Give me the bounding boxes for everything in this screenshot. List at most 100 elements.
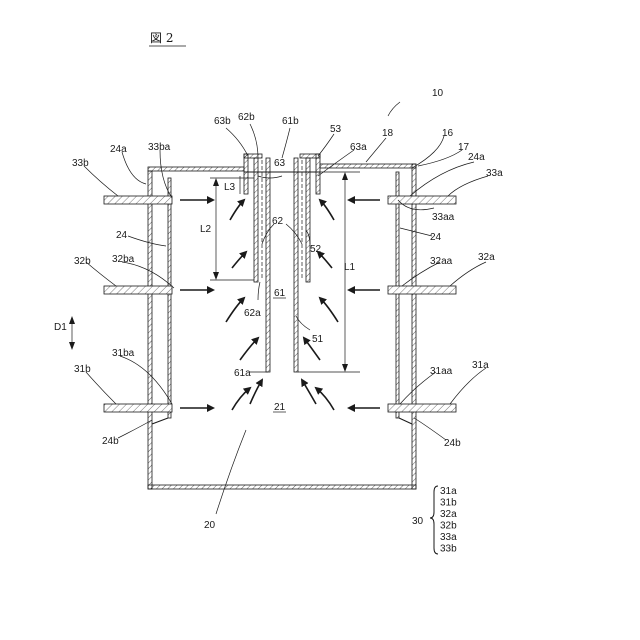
right-inner-wall-foot: [399, 418, 412, 424]
label-32ba: 32ba: [112, 254, 135, 265]
leader-10: [388, 102, 400, 116]
pipe-31a: [388, 404, 456, 412]
group-member-list: 31a31b32a32b33a33b: [440, 486, 457, 555]
leader-33b: [84, 166, 118, 196]
flow-l6: [232, 388, 250, 410]
label-24b-right: 24b: [444, 438, 461, 449]
label-33ba: 33ba: [148, 142, 171, 153]
label-10: 10: [432, 88, 444, 99]
label-52: 52: [310, 244, 322, 255]
leader-32a: [450, 262, 486, 286]
label-16: 16: [442, 128, 454, 139]
label-31ba: 31ba: [112, 348, 135, 359]
flow-l4: [240, 338, 258, 360]
leader-33a: [448, 176, 488, 196]
label-31aa: 31aa: [430, 366, 453, 377]
label-31a: 31a: [472, 360, 489, 371]
label-20: 20: [204, 520, 216, 531]
outer-pipe-62-left: [254, 158, 258, 282]
label-24a-right: 24a: [468, 152, 485, 163]
group-member-31a: 31a: [440, 486, 457, 497]
label-33a: 33a: [486, 168, 503, 179]
leader-63b: [226, 128, 248, 156]
leader-18: [366, 138, 386, 162]
leader-31ba: [120, 356, 172, 404]
L1-arrow-bottom: [342, 364, 348, 372]
group-member-32b: 32b: [440, 521, 457, 532]
leader-53: [318, 134, 334, 156]
leader-31b: [86, 372, 116, 404]
flow-r3: [320, 298, 338, 322]
label-L1: L1: [344, 262, 356, 273]
label-33aa: 33aa: [432, 212, 455, 223]
flow-l3: [226, 298, 244, 322]
pipe-32a: [388, 286, 456, 294]
labels: 10 16 17 18 24a 33a 33aa 24 32a 32aa 31a…: [54, 88, 503, 531]
leader-24-left: [128, 236, 166, 246]
label-18: 18: [382, 128, 394, 139]
label-51: 51: [312, 334, 324, 345]
label-61: 61: [274, 288, 286, 299]
label-33b: 33b: [72, 158, 89, 169]
flow-l5: [250, 380, 262, 404]
label-24b-left: 24b: [102, 436, 119, 447]
label-62a: 62a: [244, 308, 261, 319]
left-inner-wall-foot: [152, 418, 168, 424]
label-32a: 32a: [478, 252, 495, 263]
label-32b: 32b: [74, 256, 91, 267]
right-wall: [412, 164, 416, 489]
flow-r6: [316, 388, 334, 410]
group-member-32a: 32a: [440, 509, 457, 520]
left-wall: [148, 171, 152, 489]
label-L2: L2: [200, 224, 212, 235]
L2-arrow-bottom: [213, 272, 219, 280]
outer-pipe-62-right: [306, 158, 310, 282]
leader-24a-left: [122, 152, 146, 184]
group-member-31b: 31b: [440, 498, 457, 509]
label-63b: 63b: [214, 116, 231, 127]
L2-arrow-top: [213, 178, 219, 186]
label-31b: 31b: [74, 364, 91, 375]
label-21: 21: [274, 402, 286, 413]
group-member-33a: 33a: [440, 532, 457, 543]
D1-arrow-up: [69, 316, 75, 324]
inner-pipe-61-right: [294, 158, 298, 372]
label-63a: 63a: [350, 142, 367, 153]
flow-r5: [302, 380, 316, 404]
group-brace: [430, 486, 438, 554]
L1-arrow-top: [342, 172, 348, 180]
figure-title: 図 2: [150, 31, 173, 45]
leader-20: [216, 430, 246, 514]
label-53: 53: [330, 124, 342, 135]
label-24a-left: 24a: [110, 144, 127, 155]
leader-31a: [450, 368, 486, 404]
pipe-31b: [104, 404, 172, 412]
bottom-wall: [148, 485, 416, 489]
label-62b: 62b: [238, 112, 255, 123]
right-inner-wall: [396, 172, 399, 418]
label-63: 63: [274, 158, 286, 169]
flow-l2: [232, 252, 246, 268]
inner-pipe-61-left: [266, 158, 270, 372]
leader-16: [412, 136, 444, 168]
label-L3: L3: [224, 182, 236, 193]
label-D1: D1: [54, 322, 67, 333]
pipe-33b: [104, 196, 172, 204]
nozzle-assembly: [244, 154, 320, 372]
side-pipes: [104, 196, 456, 412]
D1-arrow-down: [69, 342, 75, 350]
leader-62b: [250, 124, 258, 158]
label-61b: 61b: [282, 116, 299, 127]
top-right-wall: [320, 164, 416, 168]
flow-r1: [320, 200, 334, 220]
leader-17: [418, 150, 462, 166]
label-30: 30: [412, 516, 424, 527]
pipe-32b: [104, 286, 172, 294]
container-body: [148, 164, 416, 489]
top-left-wall: [148, 167, 244, 171]
label-61a: 61a: [234, 368, 251, 379]
flow-l1: [230, 200, 244, 220]
leader-61b: [282, 128, 290, 158]
cap-63b-side: [244, 154, 248, 194]
